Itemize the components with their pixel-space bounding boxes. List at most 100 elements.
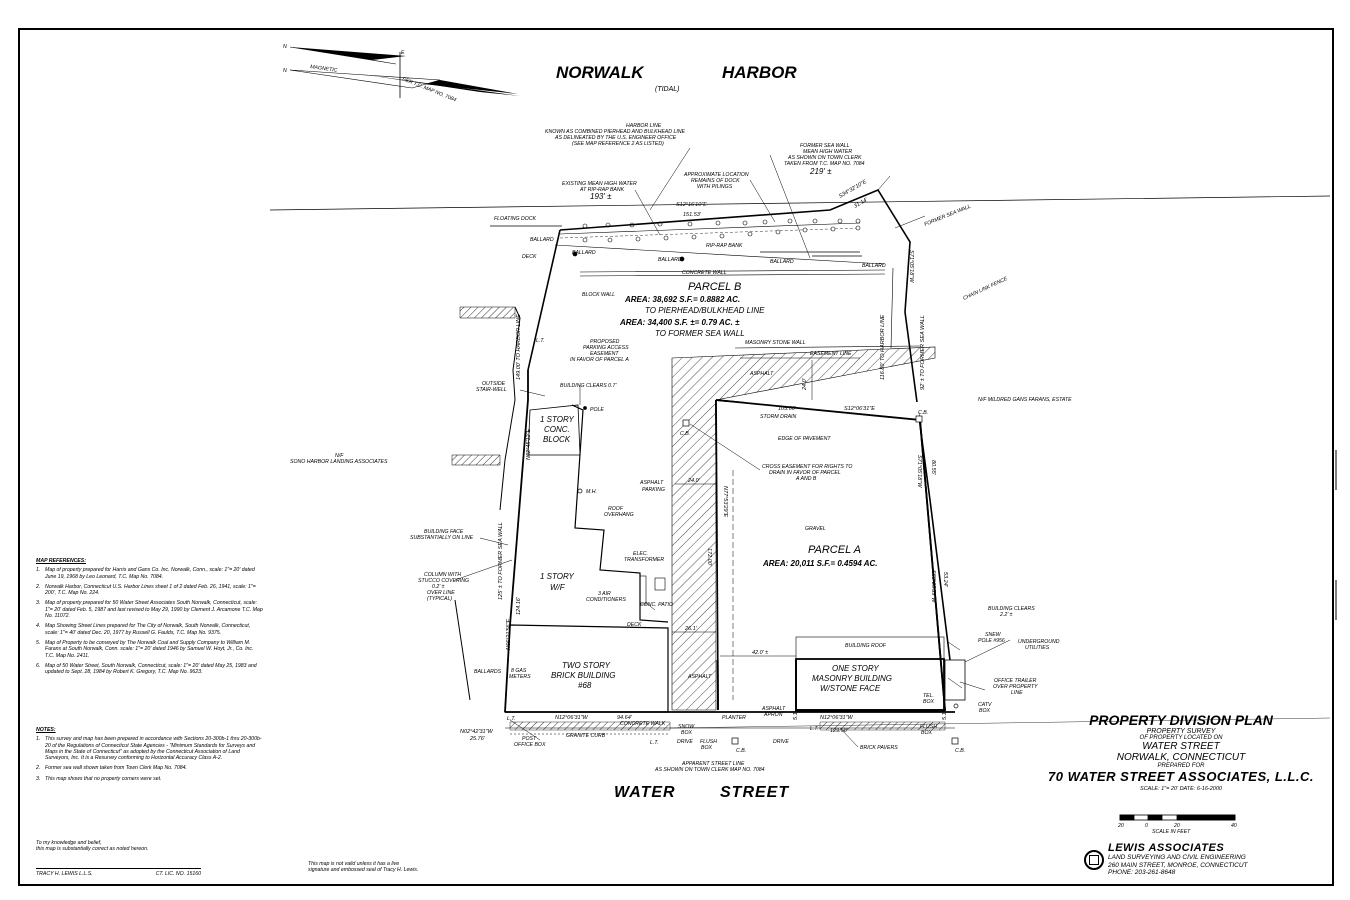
plan-scale-date: SCALE: 1"= 20' DATE: 6-16-2000	[1140, 786, 1222, 792]
underground-2: UTILITIES	[1025, 645, 1050, 651]
catv-box-1: CATV	[978, 702, 992, 708]
rip-rap-label: RIP-RAP BANK	[706, 243, 743, 249]
column-note-3: 0.2' ±	[432, 584, 445, 590]
scale-bar-20a: 20	[1117, 823, 1124, 829]
title-block: PROPERTY DIVISION PLAN PROPERTY SURVEY O…	[1040, 712, 1322, 792]
parcel-b-label: PARCEL B AREA: 38,692 S.F.= 0.8882 AC. T…	[619, 281, 765, 338]
asphalt-apron-1: ASPHALT	[761, 706, 786, 712]
edge-pavement-label: EDGE OF PAVEMENT	[778, 436, 831, 442]
parcel-a-label: PARCEL A AREA: 20,011 S.F.= 0.4594 AC.	[762, 544, 878, 568]
svg-text:TWO STORY: TWO STORY	[562, 661, 611, 670]
dim-sw-bearing: N02°42'31"W	[460, 729, 494, 735]
dim-east-upper-bearing: S71°05'18"W	[908, 250, 914, 283]
svg-text:REMAINS OF DOCK: REMAINS OF DOCK	[691, 178, 740, 184]
firm-line-3: PHONE: 203-261-8648	[1108, 869, 1176, 876]
mh-label: M.H.	[586, 489, 597, 495]
lt-label-2: L.T.	[650, 740, 658, 746]
elec-transformer-1: ELEC.	[633, 551, 648, 557]
dim-5-1-a: 5.1'	[793, 710, 799, 720]
plan-street: WATER STREET	[1142, 741, 1220, 752]
harbor-word-norwalk: NORWALK	[556, 63, 645, 82]
proposed-easement-2: PARKING ACCESS	[583, 345, 629, 351]
note-item: 3.This map shows that no property corner…	[36, 775, 162, 782]
concrete-walk-label: CONCRETE WALK	[620, 721, 666, 727]
parcel-b-name: PARCEL B	[688, 281, 741, 293]
map-reference-item: 3.Map of property prepared for 50 Water …	[36, 600, 263, 620]
dim-inner-vert-dist: 172.00'	[706, 548, 712, 567]
sheet-border	[18, 28, 1334, 886]
apparent-street-2: AS SHOWN ON TOWN CLERK MAP NO. 7084	[654, 767, 765, 773]
cross-easement-2: DRAIN IN FAVOR OF PARCEL	[769, 470, 841, 476]
svg-text:AT RIP-RAP BANK: AT RIP-RAP BANK	[579, 187, 625, 193]
granite-curb-label: GRANITE CURB	[566, 733, 606, 739]
dim-inner-dist: 105.00'	[778, 406, 797, 412]
planter-label: PLANTER	[722, 715, 746, 721]
office-trailer-2: OVER PROPERTY	[993, 684, 1038, 690]
svg-text:W/STONE FACE: W/STONE FACE	[820, 684, 881, 693]
svg-text:HARBOR LINE: HARBOR LINE	[626, 123, 662, 129]
dimension-lines	[672, 360, 813, 700]
svg-text:1 STORY: 1 STORY	[540, 415, 574, 424]
scale-bar-0: 0	[1145, 823, 1148, 829]
column-note-5: (TYPICAL)	[427, 596, 452, 602]
svg-text:W/F: W/F	[550, 583, 566, 592]
map-reference-item: 2.Norwalk Harbor, Connecticut U.S. Harbo…	[36, 583, 256, 597]
masonry-stone-wall-label: MASONRY STONE WALL	[745, 340, 806, 346]
dim-east-lower-bearing: S71°05'18"W	[916, 455, 922, 488]
harbor-word-harbor: HARBOR	[722, 63, 797, 82]
parcel-b-sub-2: TO FORMER SEA WALL	[655, 329, 745, 338]
dim-26-1: 26.1'	[684, 626, 698, 632]
dim-sw-dist: 25.76'	[469, 736, 486, 742]
scale-bar-20b: 20	[1173, 823, 1180, 829]
flush-box-2: BOX	[701, 745, 712, 751]
dim-42: 42.0' ±	[752, 650, 768, 656]
west-neighbor	[451, 306, 546, 701]
parcel-b-boundary	[527, 175, 951, 661]
map-reference-item: 4.Map Showing Street Lines prepared for …	[36, 623, 251, 636]
mean-high-water-note: EXISTING MEAN HIGH WATER AT RIP-RAP BANK…	[562, 181, 661, 236]
note-item: 2.Former sea wall shown taken from Town …	[36, 765, 187, 772]
leader-lines	[454, 423, 1011, 748]
ballards-label: BALLARDS	[474, 669, 502, 675]
street-word-water: WATER	[614, 784, 676, 801]
ballard-label-2: BALLARD	[572, 250, 596, 256]
cross-easement-1: CROSS EASEMENT FOR RIGHTS TO	[762, 464, 852, 470]
building-labels: 1 STORY CONC. BLOCK 1 STORY W/F TWO STOR…	[540, 415, 892, 693]
note-item: 1.This survey and map has been prepared …	[36, 736, 262, 762]
conc-patio-label: CONC. PATIO	[640, 602, 673, 608]
dim-west-upper-bearing: N62°45'12"E	[526, 428, 532, 460]
chain-link-label: CHAIN LINK FENCE	[962, 276, 1009, 302]
plan-prepared: PREPARED FOR	[1157, 763, 1205, 769]
snow-box-1: SNOW	[678, 724, 695, 730]
air-conditioners-2: CONDITIONERS	[586, 597, 626, 603]
firm-line-2: 260 MAIN STREET, MONROE, CONNECTICUT	[1108, 861, 1248, 869]
roof-overhang-1: ROOF	[608, 506, 624, 512]
dim-north-bearing: S12°16'10"E	[676, 202, 707, 208]
north-arrow: N N E MAGNETIC PER T.C. MAP NO. 7084	[283, 44, 520, 103]
column-note-2: STUCCO COVERING	[418, 578, 469, 584]
dim-south-dist-1: 94.64'	[617, 715, 633, 721]
tel-box-2: BOX	[923, 699, 934, 705]
office-trailer-3: LINE	[1011, 690, 1023, 696]
magnetic-label: MAGNETIC	[310, 64, 338, 74]
svg-text:1 STORY: 1 STORY	[540, 572, 574, 581]
outside-stair-1: OUTSIDE	[482, 381, 506, 387]
firm-logo-icon	[1084, 850, 1104, 870]
lt-label-3: L.T.	[810, 726, 818, 732]
svg-text:BRICK BUILDING: BRICK BUILDING	[551, 671, 615, 680]
building-clears-2b: 2.2' ±	[999, 612, 1013, 618]
dim-west-upper-dist: 149.00' TO HARBOR LINE	[516, 314, 522, 380]
harbor-line-note: HARBOR LINE KNOWN AS COMBINED PIERHEAD A…	[545, 123, 691, 211]
site-symbols	[572, 251, 959, 745]
firm-block: LEWIS ASSOCIATES LAND SURVEYING AND CIVI…	[1100, 842, 1330, 877]
column-note-4: OVER LINE	[427, 590, 455, 596]
proposed-easement-3: EASEMENT	[590, 351, 619, 357]
dim-west-lower-bearing: N66°21'56"E	[506, 618, 512, 650]
flush-box-1: FLUSH	[700, 739, 717, 745]
parcel-a-area: AREA: 20,011 S.F.= 0.4594 AC.	[762, 559, 878, 568]
concrete-wall-label: CONCRETE WALL	[682, 270, 727, 276]
ballard-label-5: BALLARD	[862, 263, 886, 269]
svg-text:CONC.: CONC.	[544, 425, 570, 434]
